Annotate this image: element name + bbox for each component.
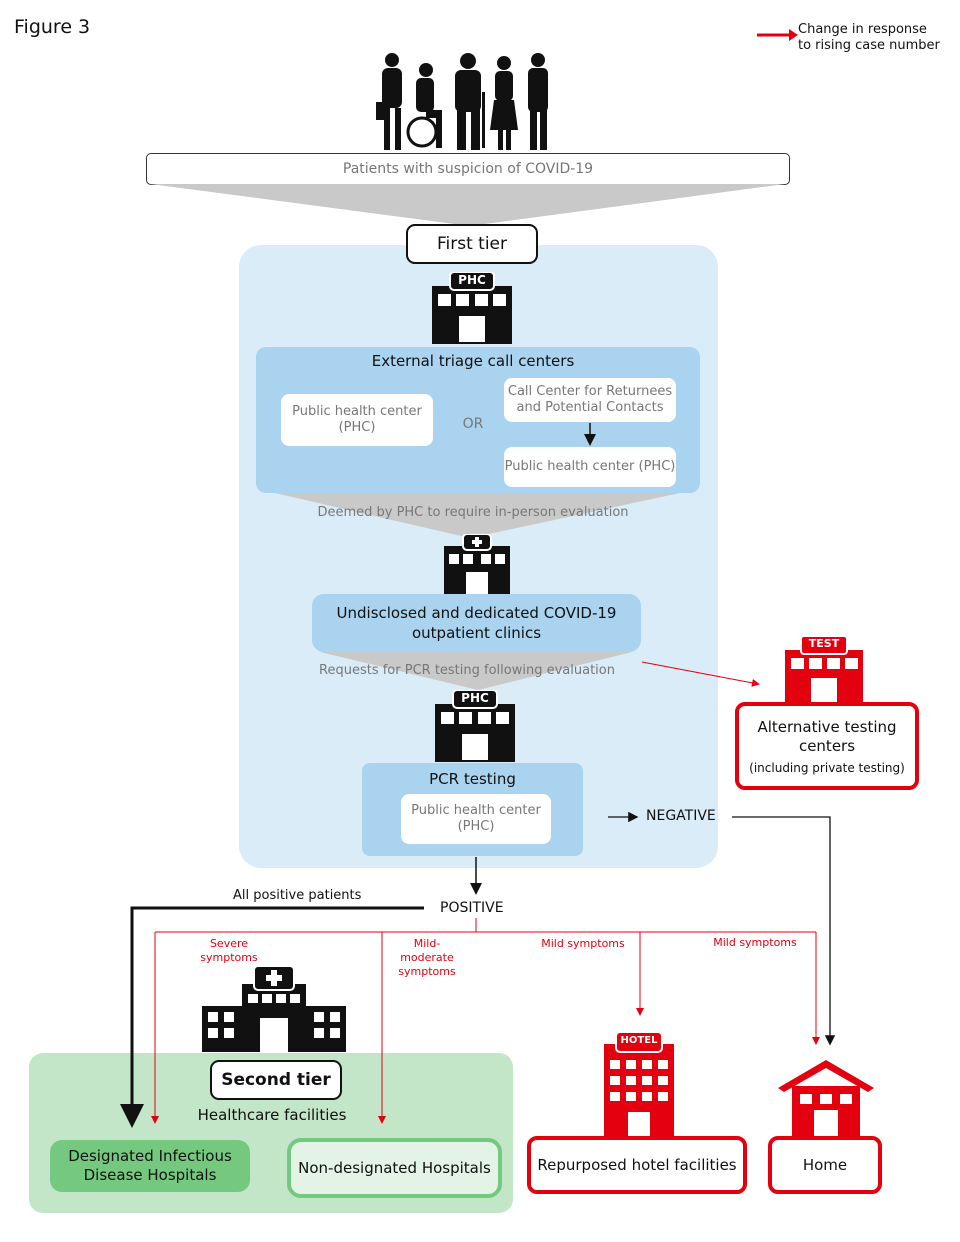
triage-title: External triage call centers: [371, 352, 575, 370]
home-icon: [778, 1060, 874, 1136]
inperson-caption: Deemed by PHC to require in-person evalu…: [317, 505, 629, 520]
non-designated-hospitals-box: Non-designated Hospitals: [287, 1138, 502, 1198]
phc-building-2-icon: PHC: [435, 689, 515, 762]
negative-to-home-line: [732, 816, 836, 1046]
phc-building-icon: PHC: [432, 271, 512, 344]
alt-testing-box: Alternative testing centers (including p…: [735, 702, 919, 790]
all-positive-line: [120, 906, 424, 1128]
clinic-building-icon: [444, 534, 510, 594]
phc-option-box: Public health center (PHC): [281, 394, 433, 446]
all-positive-label: All positive patients: [233, 888, 362, 903]
legend-line-1: Change in response: [798, 22, 927, 37]
second-tier-label: Second tier: [210, 1060, 342, 1100]
patients-silhouette-icon: [376, 53, 548, 150]
patients-funnel: [150, 184, 785, 226]
mild-symptoms-label-1: Mild symptoms: [541, 937, 625, 950]
hotel-facilities-label: Repurposed hotel facilities: [537, 1156, 737, 1174]
alt-testing-title: Alternative testing centers: [757, 717, 897, 755]
to-alt-testing-arrow: [641, 661, 760, 687]
healthcare-facilities-label: Healthcare facilities: [197, 1106, 347, 1124]
test-building-icon: TEST: [785, 635, 863, 704]
home-label: Home: [802, 1156, 848, 1174]
hotel-facilities-box: Repurposed hotel facilities: [527, 1136, 747, 1194]
hotel-building-icon: HOTEL: [604, 1031, 674, 1136]
pcr-title: PCR testing: [429, 770, 516, 788]
legend-text: Change in response to rising case number: [798, 22, 940, 54]
alt-testing-subtitle: (including private testing): [749, 760, 905, 775]
legend-line-2: to rising case number: [798, 38, 940, 53]
legend-red-arrow-icon: [757, 29, 798, 41]
negative-label: NEGATIVE: [646, 808, 716, 824]
covid-clinics-label: Undisclosed and dedicated COVID-19 outpa…: [336, 604, 617, 642]
phc-sign: PHC: [458, 273, 486, 287]
pcr-request-caption: Requests for PCR testing following evalu…: [319, 663, 615, 678]
clinics-funnel: [320, 652, 632, 690]
designated-hospitals-box: Designated Infectious Disease Hospitals: [50, 1140, 250, 1192]
hospital-building-icon: [202, 966, 346, 1052]
test-sign: TEST: [808, 637, 840, 650]
pcr-phc-box: Public health center (PHC): [401, 794, 551, 844]
covid-clinics-box: Undisclosed and dedicated COVID-19 outpa…: [312, 594, 641, 652]
patients-suspicion-box: Patients with suspicion of COVID-19: [146, 153, 790, 185]
returnees-call-center-box: Call Center for Returnees and Potential …: [504, 378, 676, 422]
designated-hospitals-label: Designated Infectious Disease Hospitals: [68, 1147, 232, 1184]
phc-sign-2: PHC: [461, 691, 489, 705]
hotel-sign: HOTEL: [620, 1035, 658, 1046]
severe-label: Severe symptoms: [200, 937, 258, 964]
mild-moderate-label: Mild-moderate symptoms: [398, 937, 456, 978]
phc-after-call-box: Public health center (PHC): [504, 447, 676, 487]
non-designated-hospitals-label: Non-designated Hospitals: [298, 1159, 491, 1177]
positive-label: POSITIVE: [440, 900, 504, 916]
figure-title: Figure 3: [14, 16, 91, 38]
or-label: OR: [462, 416, 484, 432]
triage-funnel: [262, 490, 694, 538]
first-tier-label: First tier: [406, 224, 538, 264]
home-box: Home: [768, 1136, 882, 1194]
mild-symptoms-label-2: Mild symptoms: [713, 936, 797, 949]
